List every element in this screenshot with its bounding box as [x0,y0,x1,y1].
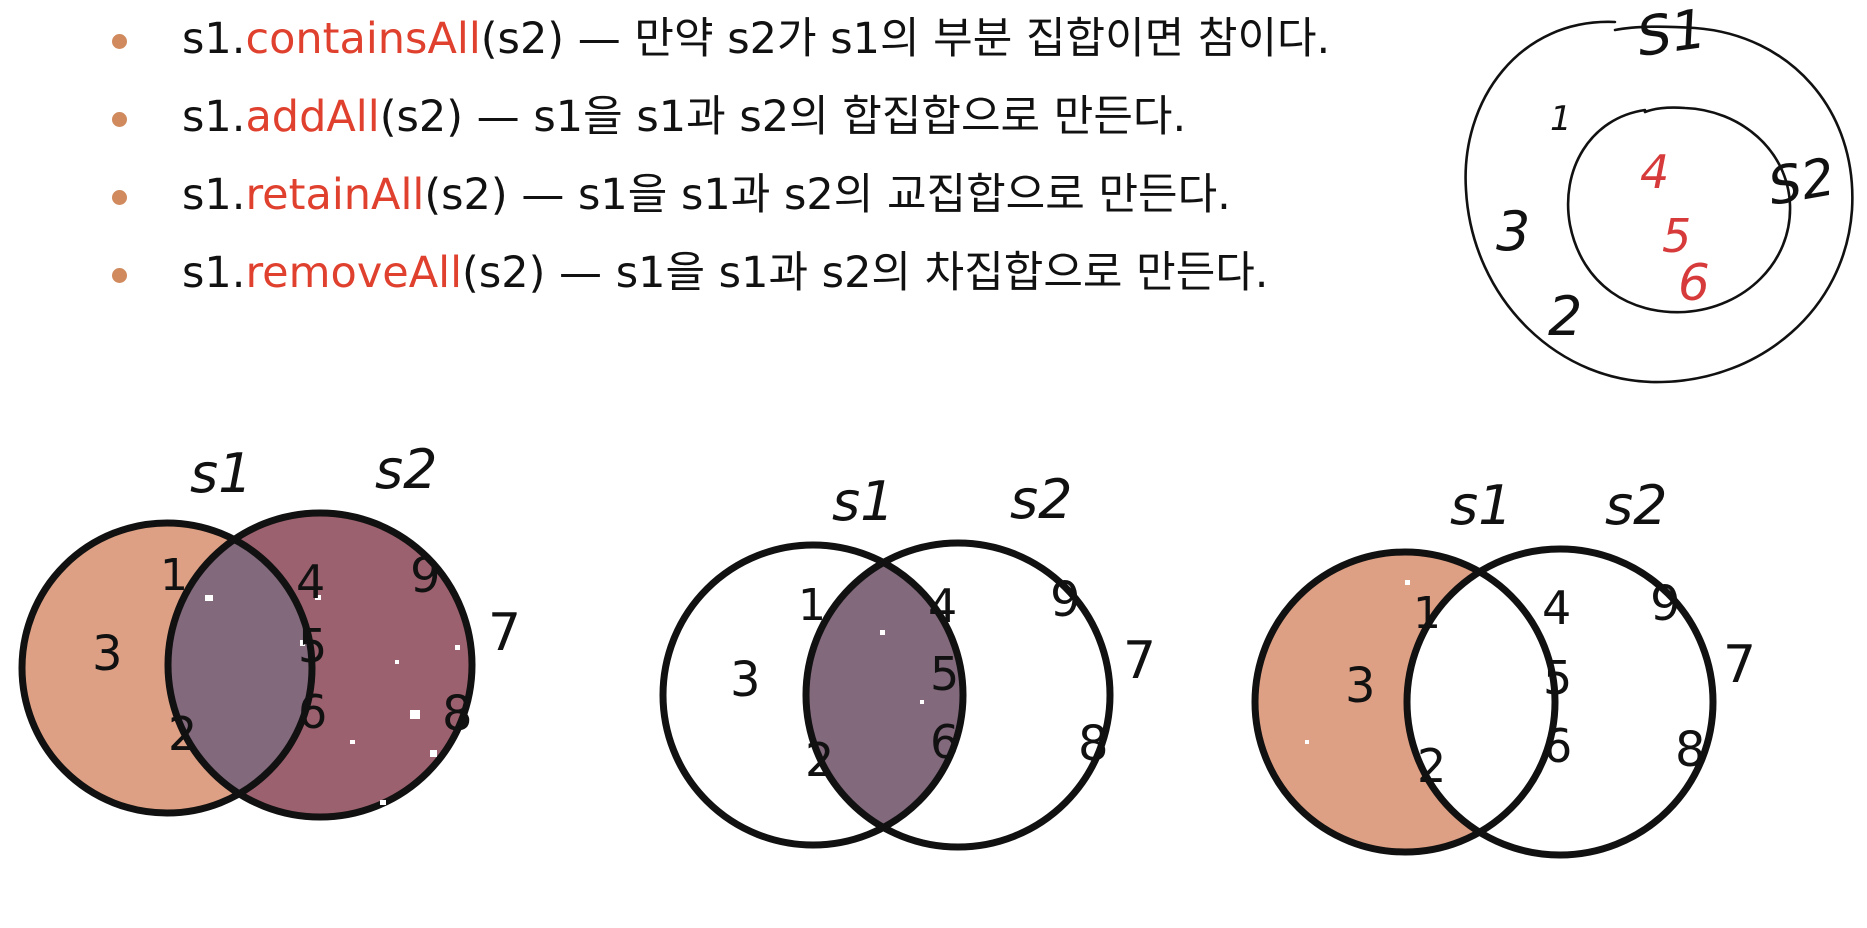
s1-label: s1 [1450,474,1513,537]
venn-number: 2 [805,733,834,787]
venn-number: 5 [1543,651,1572,705]
sketch-number: 2 [1548,285,1582,348]
venn-number: 4 [1542,581,1571,635]
venn-number: 9 [410,548,441,604]
outline-gap [1465,504,1585,516]
bullet-text: s1.removeAll(s2) — s1을 s1과 s2의 차집합으로 만든다… [182,248,1269,298]
venn-number: 1 [160,550,188,601]
venn-number: 6 [1543,719,1572,773]
s2-label: s2 [1010,468,1073,531]
outline-gap [690,500,770,512]
venn-number: 3 [1345,658,1376,714]
outer-circle [1464,20,1854,384]
venn-difference: s1 s2 1 3 2 4 5 6 9 7 8 [1251,474,1756,859]
overlap-fill [806,545,963,845]
inner-circle [1566,106,1792,314]
bullet-text: s1.addAll(s2) — s1을 s1과 s2의 합집합으로 만든다. [182,92,1187,142]
sketch-number: 1 [1550,99,1572,139]
venn-number: 5 [930,647,959,701]
sketch-number: 3 [1496,200,1530,263]
venn-number: 8 [1675,722,1706,778]
outline-gap [905,500,1005,512]
venn-number: 7 [488,603,521,663]
method-name: removeAll [245,248,463,298]
inner-label: S2 [1764,147,1840,218]
s1-outline [1251,548,1559,856]
s1-label: s1 [190,442,253,505]
s2-label: s2 [1605,474,1668,537]
venn-number: 5 [298,619,327,673]
venn-number: 2 [1417,739,1446,793]
bullet-dot [112,190,127,205]
s2-outline [1403,545,1717,859]
bullet-dot [112,34,127,49]
sketch-number: 6 [1678,254,1710,312]
bullet-dot [112,112,127,127]
s1-outline [18,519,316,817]
venn-number: 1 [1413,588,1441,639]
venn-number: 6 [298,685,327,739]
s1-outline [659,541,967,849]
s2-label: s2 [375,438,438,501]
venn-number: 4 [928,579,957,633]
venn-number: 6 [930,715,959,769]
method-name: retainAll [245,170,425,220]
venn-number: 2 [168,707,197,761]
bullet-text: s1.retainAll(s2) — s1을 s1과 s2의 교집합으로 만든다… [182,170,1231,220]
sketch-number: 5 [1662,209,1691,263]
outer-label: S1 [1633,0,1710,69]
overlap-fill [168,523,312,813]
venn-number: 1 [798,580,826,631]
s2-outline [802,539,1114,851]
speckles [165,480,524,805]
subset-sketch: S1 S2 1 3 2 4 5 6 [1464,0,1854,384]
venn-number: 8 [1078,716,1109,772]
venn-number: 9 [1650,576,1681,632]
sketch-number: 4 [1640,145,1669,199]
venn-number: 4 [296,555,325,609]
venn-number: 3 [730,652,761,708]
venn-number: 9 [1050,572,1081,628]
method-name: containsAll [245,14,481,64]
venn-number: 3 [92,626,123,682]
venn-intersection: s1 s2 1 3 2 4 5 6 9 7 8 [659,468,1156,851]
s2-outline [164,509,476,821]
bullet-text: s1.containsAll(s2) — 만약 s2가 s1의 부분 집합이면 … [182,14,1331,64]
s1-label: s1 [832,470,895,533]
outline-gap [1330,504,1370,516]
venn-number: 7 [1123,631,1156,691]
bullet-dot [112,268,127,283]
venn-number: 8 [442,686,473,742]
venn-number: 7 [1723,635,1756,695]
method-name: addAll [245,92,380,142]
venn-union: s1 s2 1 3 2 4 5 6 9 7 8 [18,438,524,821]
